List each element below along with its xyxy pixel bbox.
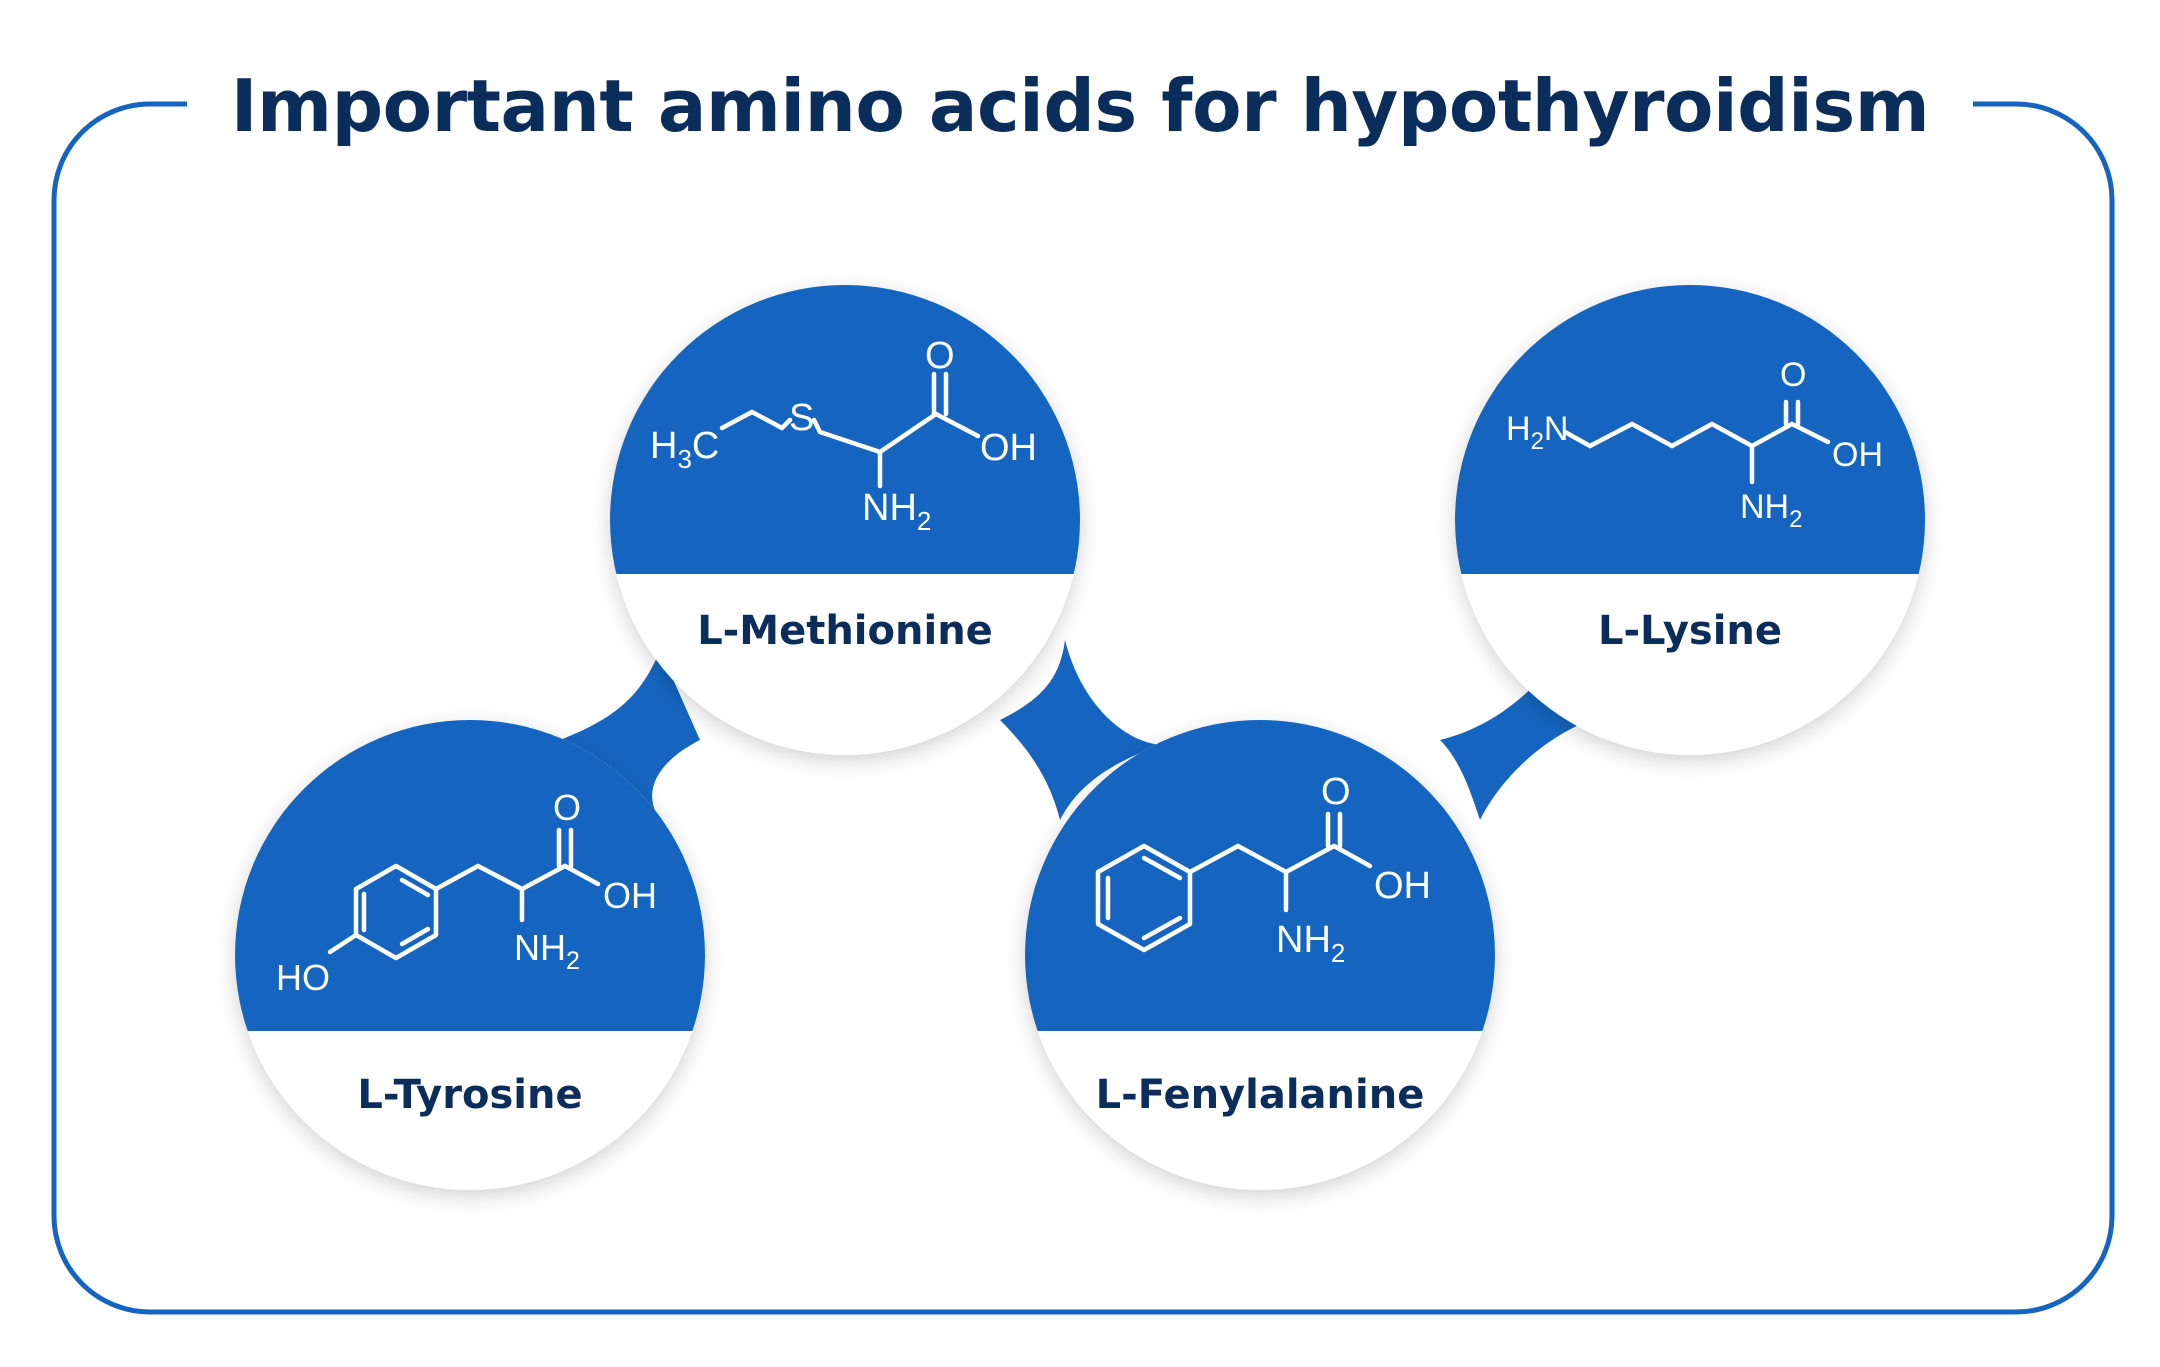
structure-tyrosine (327, 827, 601, 961)
structure-phenylalanine (1095, 811, 1373, 953)
phenylalanine-name: L-Fenylalanine (1096, 1072, 1425, 1118)
phenylalanine-o-label: O (1321, 771, 1351, 813)
lysine-oh-label: OH (1832, 436, 1883, 474)
tyrosine-ho-label: HO (276, 957, 330, 998)
page-title: Important amino acids for hypothyroidism (0, 56, 2160, 156)
methionine-name: L-Methionine (697, 608, 993, 654)
methionine-oh-label: OH (980, 427, 1037, 469)
tyrosine-oh-label: OH (603, 875, 657, 916)
phenylalanine-nh2-label: NH2 (1276, 919, 1345, 968)
structure-methionine (719, 371, 981, 489)
tyrosine-name: L-Tyrosine (357, 1072, 582, 1118)
tyrosine-o-label: O (553, 787, 581, 828)
methionine-o-label: O (925, 335, 955, 377)
methionine-s-label: S (789, 397, 814, 439)
page-title-text: Important amino acids for hypothyroidism (186, 64, 1974, 148)
lysine-nh2-label: NH2 (1740, 488, 1802, 533)
structure-lysine (1562, 399, 1831, 485)
lysine-name: L-Lysine (1598, 608, 1782, 654)
methionine-h3c-label: H3C (650, 425, 719, 474)
lysine-o-label: O (1780, 356, 1806, 394)
phenylalanine-oh-label: OH (1374, 865, 1431, 907)
tyrosine-nh2-label: NH2 (514, 927, 580, 975)
lysine-h2n-label: H2N (1506, 410, 1568, 455)
methionine-nh2-label: NH2 (862, 487, 931, 536)
